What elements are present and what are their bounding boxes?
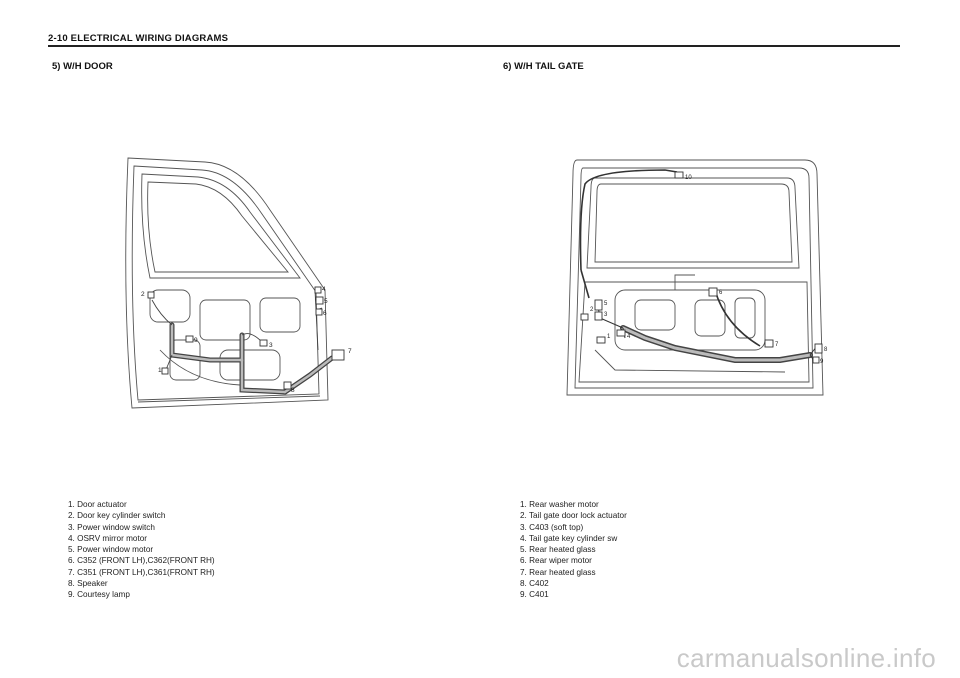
legend-item: 8. C402 [520,579,549,589]
legend-item: 3. C403 (soft top) [520,522,584,532]
door-callout-1: 1 [158,367,162,374]
door-callout-4: 4 [322,286,326,293]
tailgate-harness-diagram: 1 2 3 4 5 6 7 8 9 10 [566,159,828,396]
legend-item: 7. C351 (FRONT LH),C361(FRONT RH) [68,567,215,577]
legend-item: 5. Rear heated glass [520,545,596,555]
legend-item: 1. Door actuator [68,500,127,509]
tailgate-callout-10: 10 [685,175,692,181]
tailgate-component-legend: 1. Rear washer motor 2. Tail gate door l… [520,499,627,601]
legend-item: 5. Power window motor [68,545,154,555]
door-callout-3: 3 [269,342,273,349]
tailgate-callout-1: 1 [607,334,611,340]
tailgate-callout-5: 5 [604,301,608,307]
tailgate-callout-6: 6 [719,290,723,296]
legend-item: 9. C401 [520,590,549,600]
tailgate-callout-2: 2 [590,307,594,313]
legend-item: 1. Rear washer motor [520,500,599,509]
door-callout-2: 2 [141,291,145,298]
tailgate-callout-7: 7 [775,342,779,348]
door-section-title: 5) W/H DOOR [52,61,113,72]
legend-item: 4. Tail gate key cylinder sw [520,533,618,543]
legend-item: 2. Door key cylinder switch [68,511,166,521]
legend-item: 3. Power window switch [68,522,155,532]
door-component-legend: 1. Door actuator 2. Door key cylinder sw… [68,499,215,601]
page-header-title: 2-10 ELECTRICAL WIRING DIAGRAMS [48,33,229,44]
tailgate-section-title: 6) W/H TAIL GATE [503,61,584,72]
door-callout-9: 9 [194,337,198,344]
legend-item: 9. Courtesy lamp [68,590,130,600]
site-watermark: carmanualsonline.info [676,643,936,673]
door-callout-7: 7 [348,348,352,355]
legend-item: 7. Rear heated glass [520,567,596,577]
door-callout-8: 8 [291,387,295,394]
tailgate-callout-9: 9 [820,359,824,365]
legend-item: 6. Rear wiper motor [520,556,592,566]
tailgate-callout-8: 8 [824,347,828,353]
tailgate-callout-3: 3 [604,312,608,318]
legend-item: 4. OSRV mirror motor [68,533,148,543]
door-callout-6: 6 [323,310,327,317]
legend-item: 6. C352 (FRONT LH),C362(FRONT RH) [68,556,215,566]
legend-item: 2. Tail gate door lock actuator [520,511,627,521]
tailgate-callout-4: 4 [627,334,631,340]
door-callout-5: 5 [324,298,328,305]
legend-item: 8. Speaker [68,579,108,589]
door-harness-diagram: 1 2 3 4 5 6 7 8 9 [125,157,352,409]
header-divider [48,45,900,47]
